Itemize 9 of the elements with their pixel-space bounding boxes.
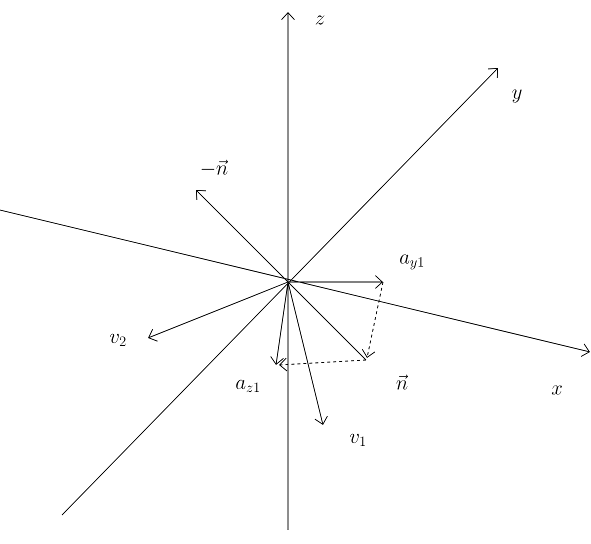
vector-label: $v_{1}$ — [350, 434, 365, 446]
vector-label: $v_{2}$ — [110, 334, 126, 346]
vector-label: $a_{z1}$ — [236, 380, 259, 392]
axis-label: $y$ — [512, 89, 522, 103]
vector-label: $a_{y1}$ — [400, 254, 424, 270]
vector-label: $\vec{n}$ — [396, 374, 408, 390]
axis-label: $x$ — [552, 385, 562, 395]
axis-label: $z$ — [316, 15, 324, 25]
vector-label: $-\vec{n}$ — [202, 160, 228, 175]
